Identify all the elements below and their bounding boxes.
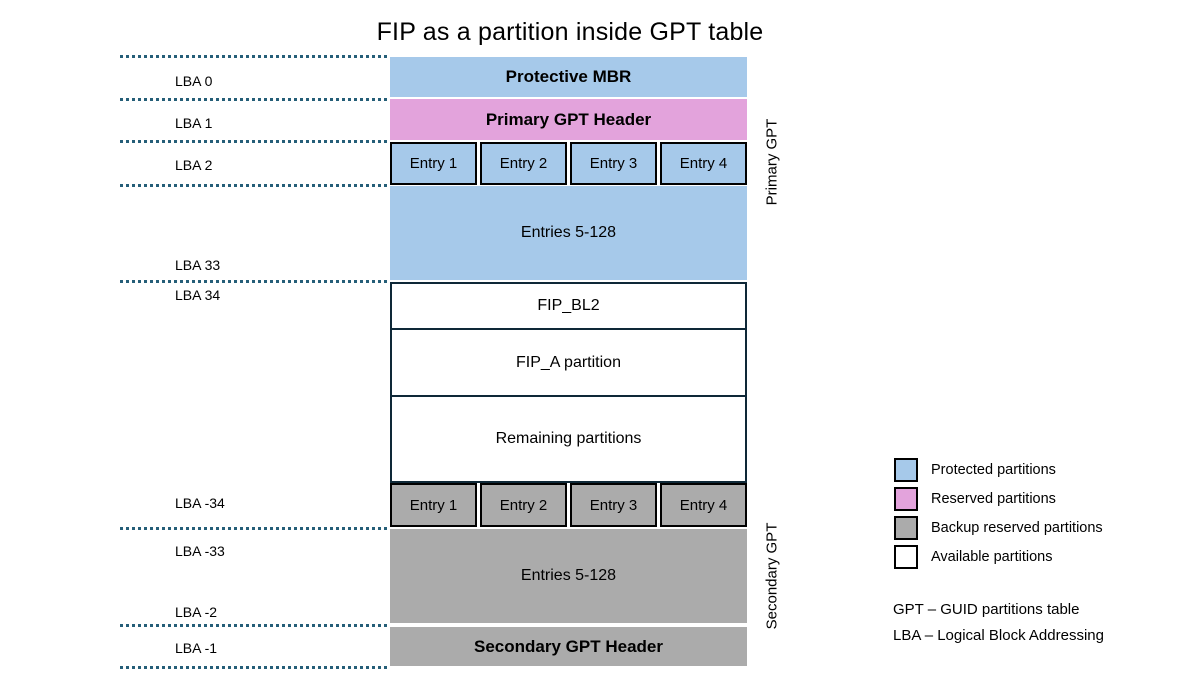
secondary-entry-1: Entry 1 (390, 483, 477, 527)
lba-boundary-line (120, 666, 390, 669)
block-secondary-gpt-header: Secondary GPT Header (390, 627, 747, 666)
primary-gpt-side-label: Primary GPT (763, 118, 781, 206)
lba-label-neg-34: LBA -34 (175, 495, 225, 511)
secondary-entry-3: Entry 3 (570, 483, 657, 527)
lba-boundary-line (120, 140, 390, 143)
secondary-entry-2: Entry 2 (480, 483, 567, 527)
lba-boundary-line (120, 184, 390, 187)
lba-boundary-line (120, 98, 390, 101)
legend-label: Available partitions (931, 549, 1053, 565)
primary-entry-4: Entry 4 (660, 142, 747, 185)
primary-entry-1: Entry 1 (390, 142, 477, 185)
legend-item-reserved: Reserved partitions (894, 487, 1103, 511)
available-color-swatch (894, 545, 918, 569)
block-remaining-partitions: Remaining partitions (390, 395, 747, 483)
legend-item-available: Available partitions (894, 545, 1103, 569)
lba-label-33: LBA 33 (175, 257, 221, 273)
abbreviation-notes: GPT – GUID partitions table LBA – Logica… (893, 601, 1104, 644)
primary-entry-3: Entry 3 (570, 142, 657, 185)
lba-label-neg-2: LBA -2 (175, 604, 218, 620)
lba-boundary-line (120, 55, 390, 58)
legend-item-backup-reserved: Backup reserved partitions (894, 516, 1103, 540)
lba-label-2: LBA 2 (175, 157, 213, 173)
legend-label: Backup reserved partitions (931, 520, 1103, 536)
secondary-entry-row: Entry 1 Entry 2 Entry 3 Entry 4 (390, 483, 747, 527)
legend: Protected partitions Reserved partitions… (894, 458, 1103, 569)
lba-label-0: LBA 0 (175, 73, 213, 89)
primary-entry-row: Entry 1 Entry 2 Entry 3 Entry 4 (390, 142, 747, 185)
lba-label-neg-33: LBA -33 (175, 543, 225, 559)
lba-label-34: LBA 34 (175, 287, 221, 303)
legend-item-protected: Protected partitions (894, 458, 1103, 482)
reserved-color-swatch (894, 487, 918, 511)
secondary-gpt-side-label: Secondary GPT (763, 522, 781, 630)
secondary-entry-4: Entry 4 (660, 483, 747, 527)
lba-boundary-line (120, 527, 390, 530)
protected-color-swatch (894, 458, 918, 482)
block-protective-mbr: Protective MBR (390, 57, 747, 97)
diagram-title: FIP as a partition inside GPT table (376, 18, 764, 46)
lba-label-neg-1: LBA -1 (175, 640, 218, 656)
lba-boundary-line (120, 624, 390, 627)
backup-reserved-color-swatch (894, 516, 918, 540)
lba-boundary-line (120, 280, 390, 283)
legend-label: Reserved partitions (931, 491, 1056, 507)
block-entries-5-128-secondary: Entries 5-128 (390, 529, 747, 623)
legend-label: Protected partitions (931, 462, 1056, 478)
block-primary-gpt-header: Primary GPT Header (390, 99, 747, 140)
primary-entry-2: Entry 2 (480, 142, 567, 185)
block-fip-bl2: FIP_BL2 (390, 282, 747, 330)
block-fip-a-partition: FIP_A partition (390, 328, 747, 397)
lba-abbreviation-note: LBA – Logical Block Addressing (893, 627, 1104, 644)
block-entries-5-128-primary: Entries 5-128 (390, 186, 747, 280)
lba-label-1: LBA 1 (175, 115, 213, 131)
gpt-abbreviation-note: GPT – GUID partitions table (893, 601, 1080, 618)
